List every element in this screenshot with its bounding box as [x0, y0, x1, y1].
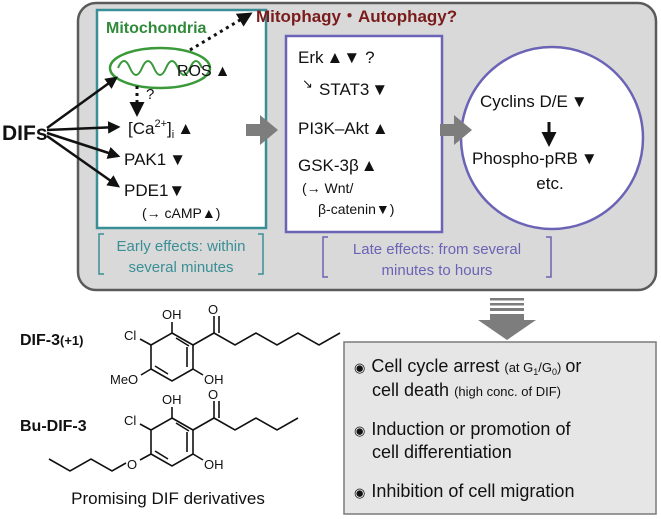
- camp-note: (→ cAMP▲): [142, 205, 220, 221]
- gsk3b-label: GSK-3β▲: [298, 156, 378, 175]
- stat3-arrow: ↘: [302, 76, 313, 91]
- mitophagy-dotted-arrow: [189, 12, 253, 52]
- dif3-label: DIF-3(+1): [20, 332, 83, 349]
- budif3-label: Bu-DIF-3: [20, 418, 87, 435]
- dif3-oh-bottom: OH: [204, 372, 224, 387]
- budif3-oh-bottom: OH: [204, 457, 224, 472]
- panel-to-results-arrow: [478, 298, 536, 340]
- result-2-line1: ◉Induction or promotion of: [354, 419, 571, 439]
- budif3-o-carbonyl: O: [208, 387, 218, 402]
- cell-cycle-ellipse: [459, 45, 645, 231]
- wnt-note-line2: β-catenin▼): [318, 201, 394, 217]
- mitochondria-title: Mitochondria: [106, 20, 207, 37]
- result-2-line2: cell differentiation: [372, 442, 512, 462]
- early-caption-line2: several minutes: [128, 259, 233, 276]
- result-1-line2: cell death(high conc. of DIF): [372, 380, 561, 400]
- dif3-structure: [139, 316, 341, 382]
- dif3-meo: MeO: [110, 372, 138, 387]
- late-effects-box: [284, 34, 444, 234]
- ros-label: ROS▲: [177, 63, 231, 80]
- dif-arrows: [46, 76, 121, 188]
- early-caption-line1: Early effects: within: [117, 238, 246, 255]
- early-caption-bracket: [98, 233, 264, 275]
- ros-question: ?: [146, 86, 154, 103]
- result-1-line1: ◉Cell cycle arrest(at G1/G0)or: [354, 356, 581, 377]
- pde1-label: PDE1▼: [124, 181, 185, 200]
- block-arrow-early-to-late: [246, 115, 278, 145]
- result-3: ◉Inhibition of cell migration: [354, 481, 574, 501]
- wnt-note-line1: (→ Wnt/: [302, 180, 353, 196]
- difs-label: DIFs: [2, 122, 48, 145]
- budif3-structure: [48, 401, 299, 472]
- calcium-label: [Ca2+]i▲: [128, 118, 194, 141]
- budif3-oh-top: OH: [162, 392, 182, 407]
- budif3-o-ether: O: [127, 457, 137, 472]
- late-caption-line1: Late effects: from several: [353, 241, 521, 258]
- cyclins-label: Cyclins D/E▼: [480, 92, 588, 111]
- budif3-cl: Cl: [124, 413, 136, 428]
- erk-label: Erk▲▼?: [298, 48, 375, 67]
- dif3-cl: Cl: [124, 328, 136, 343]
- pak1-label: PAK1▼: [124, 150, 186, 169]
- phospho-prb-label: Phospho-pRB▼: [472, 149, 598, 168]
- dif3-oh-top: OH: [162, 307, 182, 322]
- mitochondrion-icon: [108, 46, 212, 90]
- early-effects-box: [95, 8, 268, 230]
- late-caption-line2: minutes to hours: [382, 262, 493, 279]
- late-caption-bracket: [322, 236, 552, 278]
- stat3-label: STAT3▼: [319, 80, 388, 99]
- results-box: [343, 341, 657, 515]
- mitophagy-label: Mitophagy・Autophagy?: [256, 7, 457, 26]
- pi3k-akt-label: PI3K–Akt▲: [298, 119, 389, 138]
- etc-label: etc.: [536, 174, 563, 193]
- compounds-caption: Promising DIF derivatives: [71, 489, 265, 508]
- block-arrow-late-to-cellcycle: [440, 115, 472, 145]
- dif3-o: O: [208, 302, 218, 317]
